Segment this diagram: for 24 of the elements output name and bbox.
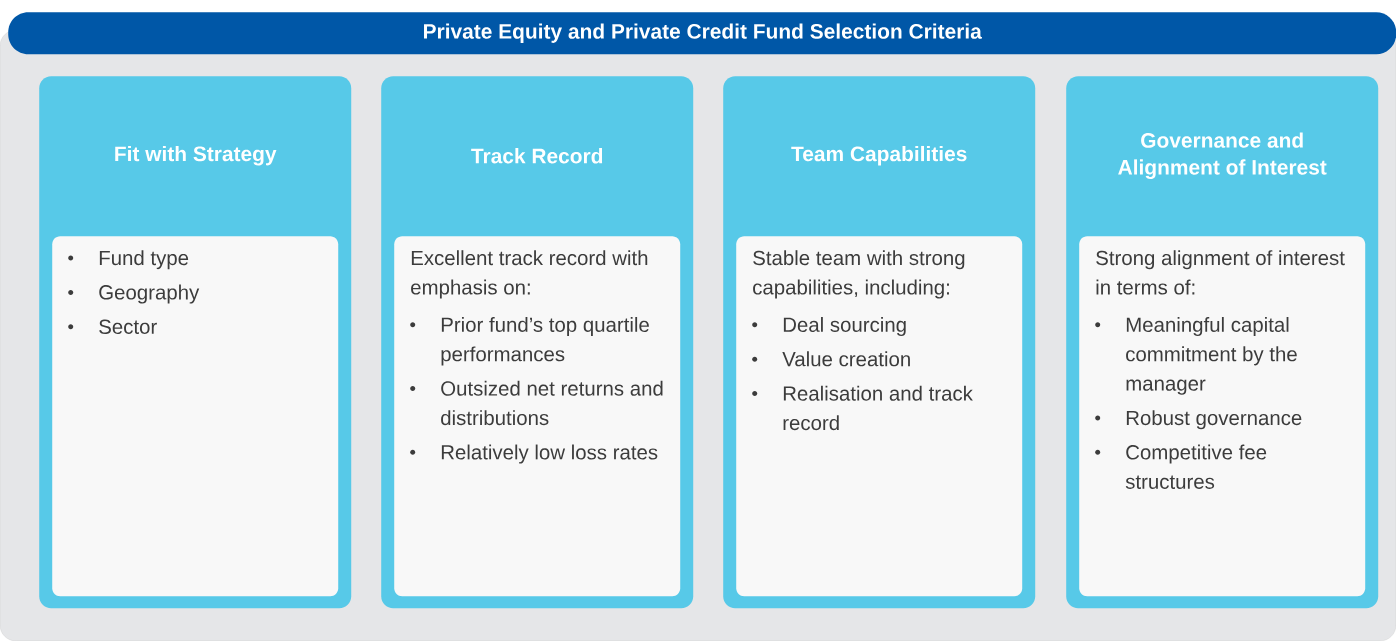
bullet-item: Competitive fee structures [1095,444,1267,489]
bullet-item: Relatively low loss rates [410,444,658,464]
column-heading: Fit with Strategy [115,145,277,166]
column-heading: Track Record [471,148,603,164]
column-heading: Team Capabilities [791,145,967,166]
paragraph: Strong alignment of interest in terms of: [1096,250,1345,295]
bullet-item: Fund type [68,250,189,270]
bullet-item: Robust governance [1095,410,1302,430]
bullet-item: Realisation and track record [752,385,973,431]
bullet-item: Sector [68,319,157,334]
card [1079,236,1366,597]
paragraph: Stable team with strong capabilities, including: [753,250,965,299]
bullet-item: Value creation [752,351,910,367]
bullet-item: Meaningful capital commitment by the manager [1095,317,1297,395]
column-heading: Governance and Alignment of Interest [1118,132,1327,179]
card [736,236,1023,597]
title-bar: Private Equity and Private Credit Fund Selection Criteria [8,12,1396,55]
bullet-item: Outsized net returns and distributions [410,380,663,426]
card [52,236,339,597]
bullet-item: Deal sourcing [752,317,906,336]
paragraph: Excellent track record with emphasis on: [411,250,648,299]
card [394,236,681,597]
bullet-item: Geography [68,284,200,304]
bullet-item: Prior fund’s top quartile performances [410,317,649,366]
